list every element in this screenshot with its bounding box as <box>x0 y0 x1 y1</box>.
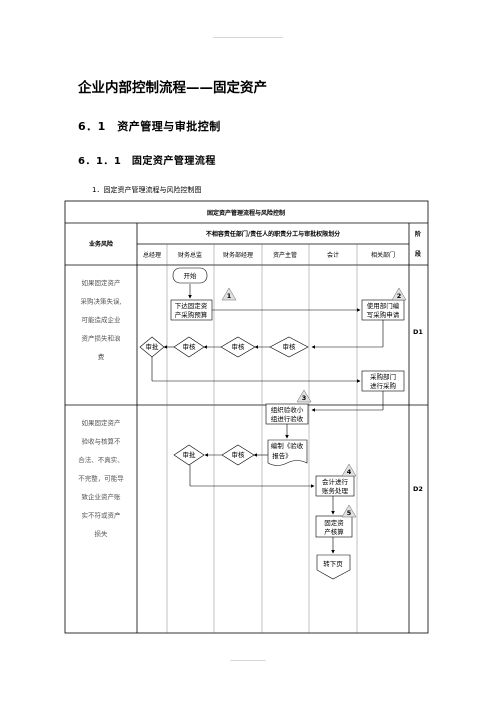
request-line-1: 使用部门编 <box>367 301 400 310</box>
risk-line: 资产损失和浪 <box>82 334 122 343</box>
risk-line: 采购决策失误, <box>80 297 121 306</box>
col-header-finance-manager: 财务部经理 <box>223 251 253 259</box>
risk-header: 业务风险 <box>89 240 114 248</box>
review-diamond-d2 <box>221 444 255 466</box>
approve-label-d2: 审批 <box>183 450 197 459</box>
start-label: 开始 <box>184 271 198 280</box>
risk-line: 如果固定资产 <box>82 278 122 287</box>
risk-line: 致企业资产账 <box>82 492 122 501</box>
control-point-4: 4 <box>341 463 357 477</box>
control-point-3: 3 <box>296 389 312 403</box>
budget-line-2: 产采购预算 <box>175 310 208 319</box>
control-point-3-label: 3 <box>302 394 307 402</box>
table-title: 固定资产管理流程与风险控制 <box>207 209 285 217</box>
acceptance-line-1: 组织验收小 <box>271 405 304 414</box>
report-line-2: 报告》 <box>272 451 292 460</box>
column-dividers <box>166 244 358 633</box>
stage-code-d1: D1 <box>413 328 423 336</box>
budget-box <box>170 299 213 321</box>
page-title: 企业内部控制流程——固定资产 <box>78 80 267 96</box>
risk-line: 损失 <box>95 529 109 538</box>
group-header: 不相容责任部门/责任人的职责分工与审批权限划分 <box>206 230 340 238</box>
section-heading: 6．1 资产管理与审批控制 <box>78 120 221 133</box>
risk-line: 不完整，可能导 <box>78 474 124 483</box>
report-document-shape <box>267 439 308 466</box>
purchase-request-box <box>361 299 405 321</box>
risk-line: 费 <box>98 352 105 361</box>
review-diamond-fm <box>220 336 256 358</box>
asset-check-box <box>315 515 353 538</box>
budget-line-1: 下达固定资 <box>175 301 208 310</box>
accounting-line-2: 账务处理 <box>322 486 349 495</box>
col-header-cfo: 财务总监 <box>178 251 202 259</box>
accounting-box <box>315 475 355 497</box>
header-rule <box>213 37 283 38</box>
next-page-label: 转下页 <box>323 559 343 568</box>
control-point-1-label: 1 <box>227 292 232 300</box>
subsection-heading: 6．1．1 固定资产管理流程 <box>78 156 216 167</box>
risk-line: 验收与核算不 <box>82 437 122 446</box>
report-line-1: 编制《验收 <box>271 441 304 450</box>
review-label-asset: 审核 <box>283 342 297 351</box>
check-line-1: 固定资 <box>324 518 344 527</box>
next-page-connector <box>316 554 351 580</box>
procurement-line-1: 采购部门 <box>370 372 396 381</box>
risk-line: 实不符或资产 <box>82 511 122 520</box>
approve-label-d1: 审批 <box>146 342 160 351</box>
control-point-5-label: 5 <box>347 509 352 517</box>
review-label-d2: 审核 <box>232 450 246 459</box>
stage-header-1: 阶 <box>415 230 421 238</box>
control-point-1: 1 <box>221 287 237 301</box>
control-point-5: 5 <box>341 504 357 518</box>
figure-caption: 1．固定资产管理流程与风险控制图 <box>92 186 202 194</box>
col-header-asset-supervisor: 资产主管 <box>273 251 297 259</box>
request-line-2: 写采购申请 <box>367 310 400 319</box>
stage-code-d2: D2 <box>413 485 423 493</box>
review-label-cfo: 审核 <box>183 342 197 351</box>
approve-diamond-d1 <box>139 336 165 358</box>
review-label-fm: 审核 <box>232 342 246 351</box>
control-point-4-label: 4 <box>347 468 352 476</box>
control-point-2: 2 <box>391 287 407 301</box>
stage-header-2: 段 <box>415 250 421 258</box>
review-diamond-asset <box>269 336 309 358</box>
footer-rule <box>230 660 266 661</box>
col-header-accountant: 会计 <box>327 251 339 259</box>
risk-line: 合法、不真实、 <box>78 455 124 464</box>
risk-line: 可能造成企业 <box>82 315 122 324</box>
start-terminator <box>172 267 208 284</box>
acceptance-line-2: 组进行验收 <box>271 414 304 423</box>
review-diamond-cfo <box>173 336 205 358</box>
procurement-box <box>361 370 405 392</box>
approve-diamond-d2 <box>173 444 205 466</box>
risk-line: 如果固定资产 <box>82 418 122 427</box>
table-grid <box>64 200 429 634</box>
col-header-related-dept: 相关部门 <box>371 251 395 259</box>
check-line-2: 产核算 <box>324 527 344 536</box>
control-point-2-label: 2 <box>397 292 402 300</box>
col-header-gm: 总经理 <box>143 251 161 259</box>
procurement-line-2: 进行采购 <box>370 381 397 390</box>
acceptance-box <box>265 403 309 425</box>
accounting-line-1: 会计进行 <box>322 477 349 486</box>
